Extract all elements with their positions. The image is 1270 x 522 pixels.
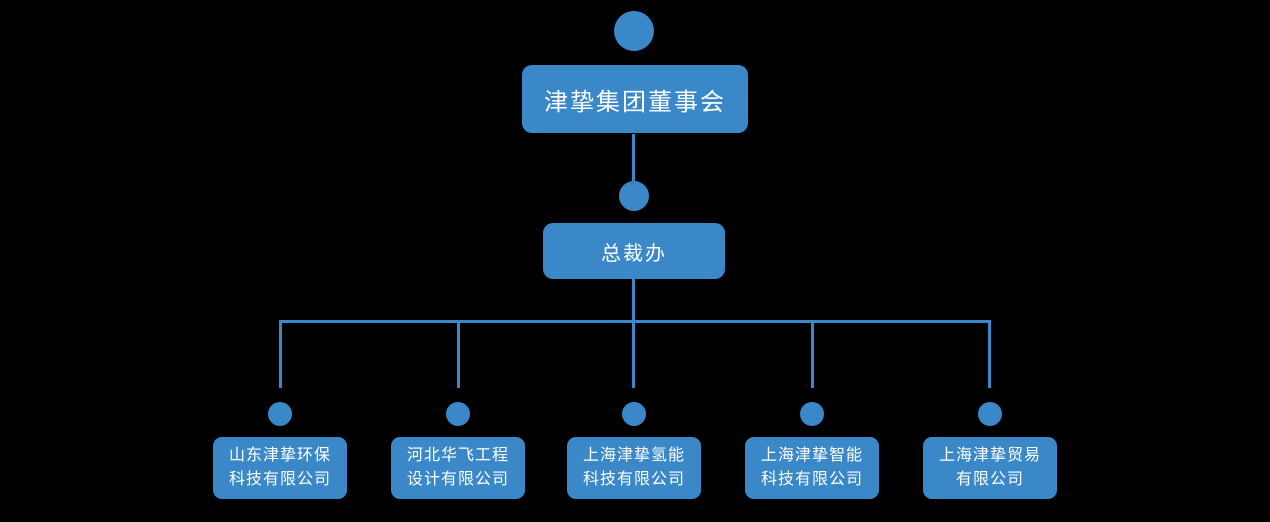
subsidiary-dot-2 [446,402,470,426]
subsidiary-3-name-line-2: 科技有限公司 [582,471,685,488]
connector-drop-5 [988,320,991,388]
org-node-subsidiary-3[interactable]: 上海津挚氢能 科技有限公司 [567,437,701,499]
board-node-dot [614,11,654,51]
branch-rail-line [279,320,991,323]
org-node-subsidiary-2[interactable]: 河北华飞工程 设计有限公司 [391,437,525,499]
connector-drop-1 [279,320,282,388]
subsidiary-2-name-line-1: 河北华飞工程 [406,447,509,464]
subsidiary-dot-5 [978,402,1002,426]
org-node-president-office[interactable]: 总裁办 [543,223,725,279]
org-node-board[interactable]: 津挚集团董事会 [522,65,748,133]
connector-drop-2 [457,320,460,388]
connector-board-to-office [632,134,635,181]
org-node-president-office-label: 总裁办 [601,242,667,265]
subsidiary-1-name-line-1: 山东津挚环保 [228,447,331,464]
connector-office-to-rail [632,279,635,323]
org-node-subsidiary-5[interactable]: 上海津挚贸易 有限公司 [923,437,1057,499]
subsidiary-dot-1 [268,402,292,426]
subsidiary-dot-4 [800,402,824,426]
subsidiary-5-name-line-2: 有限公司 [955,471,1024,488]
connector-drop-4 [811,320,814,388]
subsidiary-4-name-line-2: 科技有限公司 [760,471,863,488]
connector-drop-3 [632,320,635,388]
office-node-dot [619,181,649,211]
subsidiary-4-name-line-1: 上海津挚智能 [760,447,863,464]
subsidiary-2-name-line-2: 设计有限公司 [406,471,509,488]
org-node-subsidiary-4[interactable]: 上海津挚智能 科技有限公司 [745,437,879,499]
org-node-subsidiary-1[interactable]: 山东津挚环保 科技有限公司 [213,437,347,499]
org-node-board-label: 津挚集团董事会 [544,88,726,116]
subsidiary-dot-3 [622,402,646,426]
subsidiary-5-name-line-1: 上海津挚贸易 [938,447,1041,464]
subsidiary-1-name-line-2: 科技有限公司 [228,471,331,488]
subsidiary-3-name-line-1: 上海津挚氢能 [582,447,685,464]
